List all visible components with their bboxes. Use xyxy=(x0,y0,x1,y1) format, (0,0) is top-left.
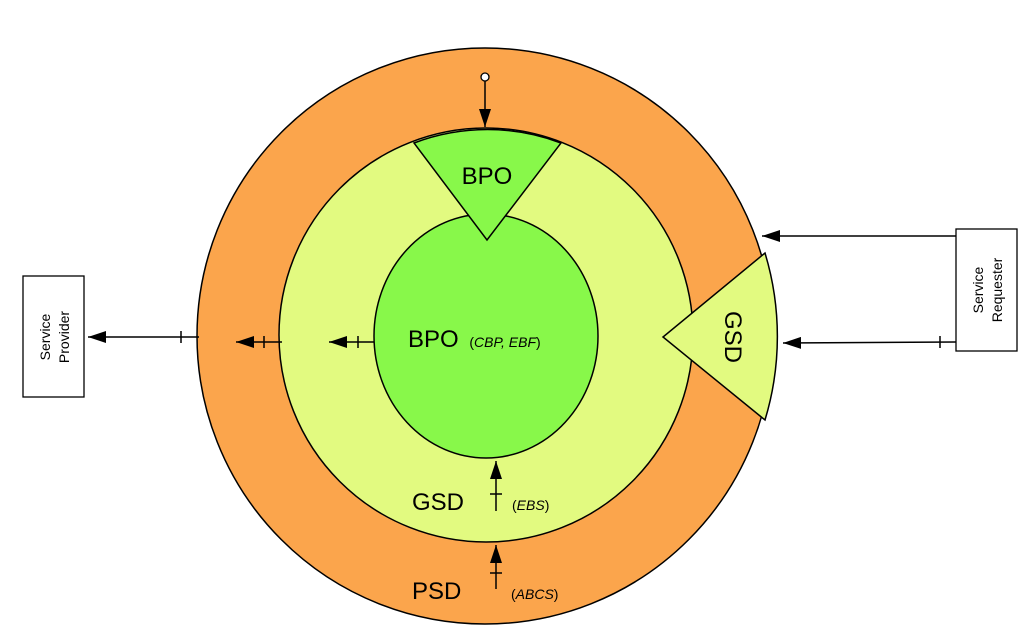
bpo-to-gsd-arrow xyxy=(329,336,374,348)
bpo-input-arrow xyxy=(479,72,491,127)
gsd-wedge-label: GSD xyxy=(719,311,746,363)
bpo-wedge-label: BPO xyxy=(462,163,513,190)
abcs-label: (ABCS) xyxy=(511,586,558,602)
psd-to-provider-arrow xyxy=(88,331,199,343)
gsd-to-psd-arrow xyxy=(236,336,282,348)
ebs-label: (EBS) xyxy=(512,497,549,513)
svg-text:Provider: Provider xyxy=(56,311,72,363)
service-provider-box: Service Provider xyxy=(22,275,85,398)
svg-text:Requester: Requester xyxy=(989,257,1005,322)
abcs-arrow xyxy=(490,545,502,589)
requester-to-gsd-arrow xyxy=(782,336,957,349)
gsd-ring-label: GSD xyxy=(412,489,464,516)
bpo-core-label: BPO (CBP, EBF) xyxy=(408,326,541,353)
psd-ring-label: PSD xyxy=(412,578,461,605)
svg-text:Service: Service xyxy=(37,313,53,360)
gsd-wedge xyxy=(661,251,779,422)
ebs-arrow xyxy=(490,461,502,511)
svg-text:Service: Service xyxy=(970,266,986,313)
service-requester-box: Service Requester xyxy=(955,228,1018,352)
bpo-wedge xyxy=(412,128,563,242)
